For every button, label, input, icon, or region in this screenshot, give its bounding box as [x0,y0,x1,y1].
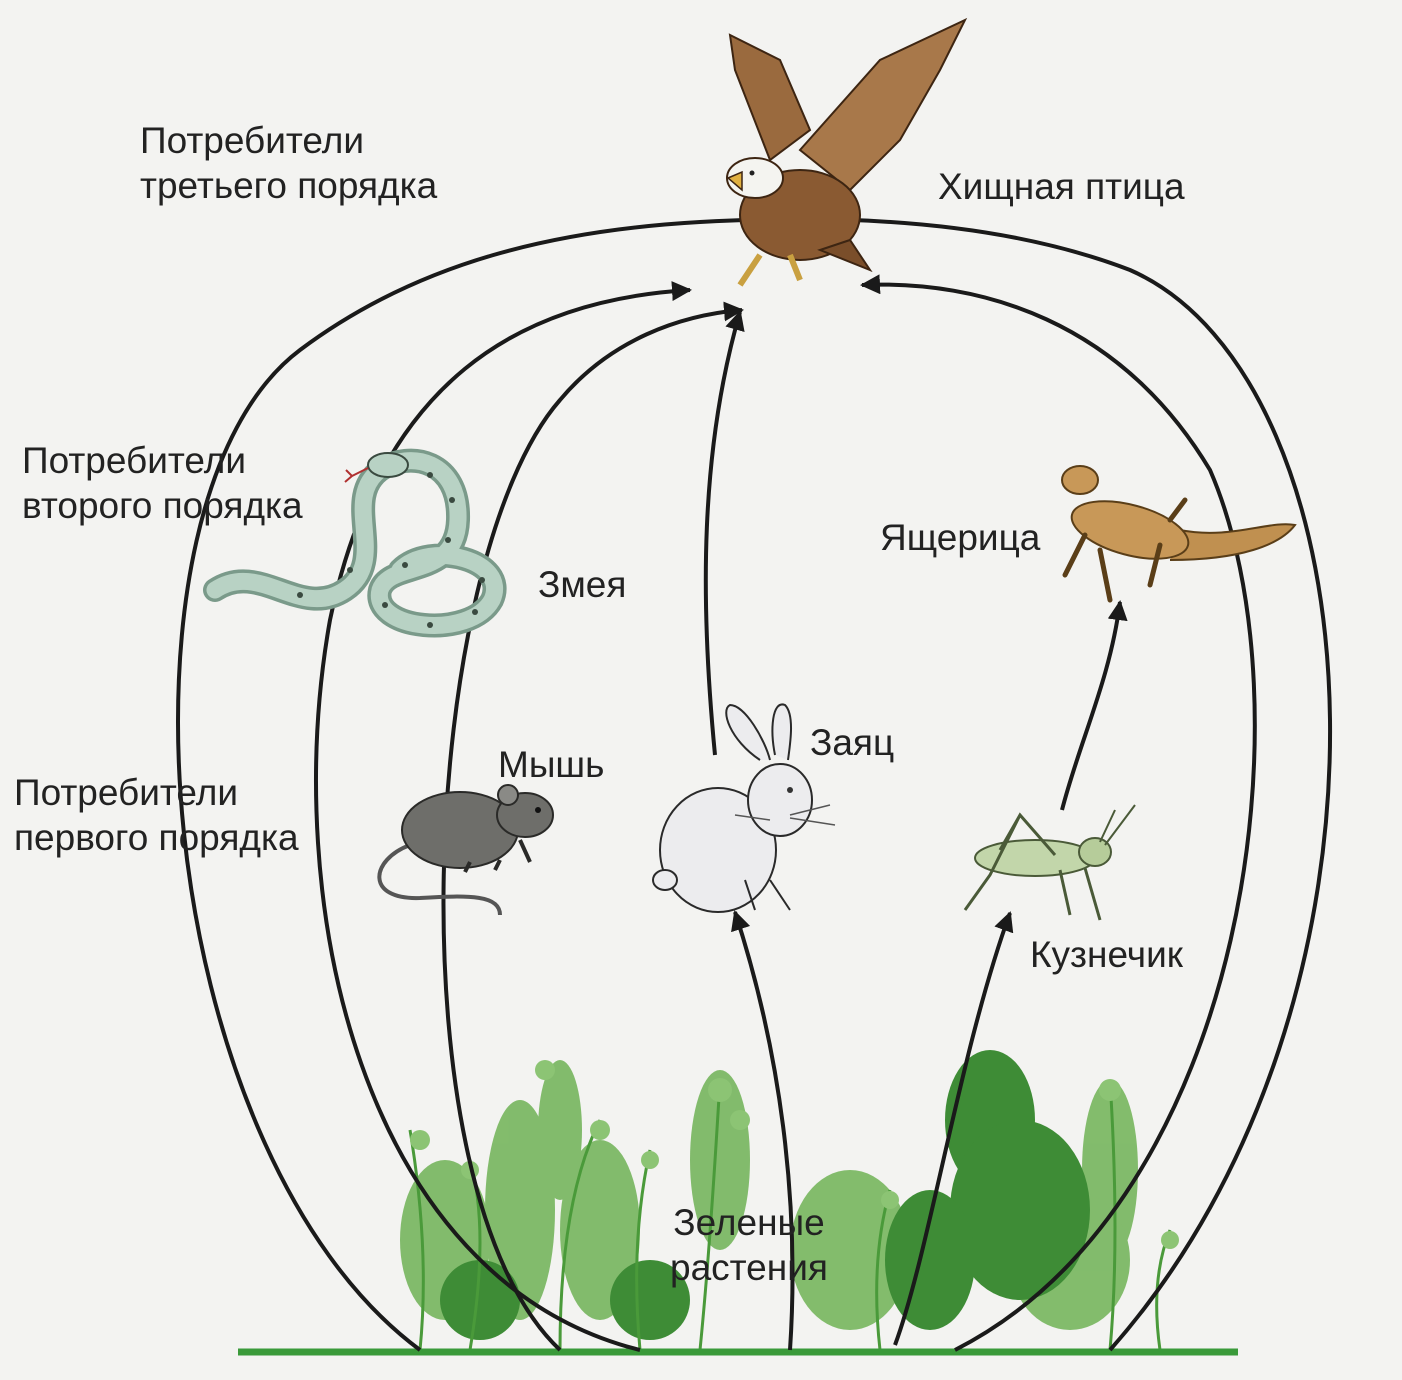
first-order-consumers-label: Потребители первого порядка [14,770,299,860]
plants-line-1: Зеленые [670,1200,828,1245]
grasshopper-to-lizard-arrow [1062,602,1120,810]
hare-illustration [653,704,835,912]
second-order-line-1: Потребители [22,438,303,483]
mouse-label: Мышь [498,742,604,787]
mouse-illustration [379,785,553,915]
plants-label: Зеленые растения [670,1200,828,1290]
first-order-line-1: Потребители [14,770,299,815]
grasshopper-illustration [965,805,1135,920]
plants-line-2: растения [670,1245,828,1290]
third-order-line-2: третьего порядка [140,163,437,208]
bird-label: Хищная птица [938,164,1185,209]
snake-label: Змея [538,562,626,607]
hare-to-bird-arrow [706,312,740,755]
third-order-consumers-label: Потребители третьего порядка [140,118,437,208]
lizard-illustration [1062,466,1295,600]
eagle-illustration [727,20,965,285]
lizard-label: Ящерица [880,515,1040,560]
first-order-line-2: первого порядка [14,815,299,860]
second-order-consumers-label: Потребители второго порядка [22,438,303,528]
second-order-line-2: второго порядка [22,483,303,528]
grasshopper-label: Кузнечик [1030,932,1183,977]
hare-label: Заяц [810,720,894,765]
third-order-line-1: Потребители [140,118,437,163]
